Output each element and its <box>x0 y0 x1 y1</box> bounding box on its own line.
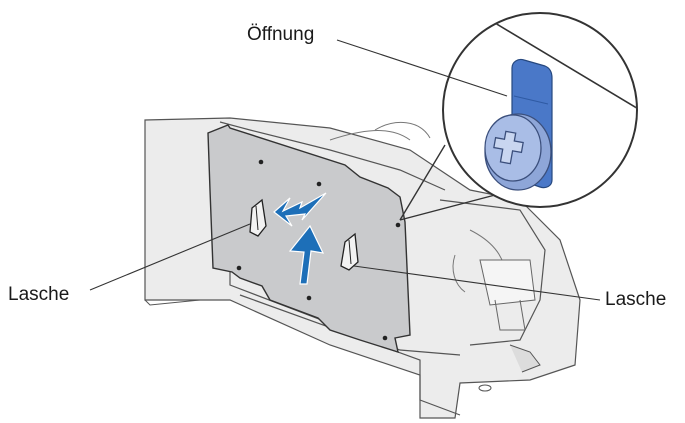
magnified-detail <box>442 12 638 208</box>
plate-hole <box>236 265 242 271</box>
screw-icon <box>484 113 552 191</box>
plate-hole <box>382 335 388 341</box>
leader-line-tab-left <box>89 223 251 291</box>
plate-hole <box>258 159 264 165</box>
plate-hole <box>395 222 401 228</box>
leader-lines <box>89 39 601 301</box>
plate-hole <box>316 181 322 187</box>
leader-line-tab-right <box>353 265 601 301</box>
tab-left <box>249 198 267 237</box>
magnifier-pointer <box>399 144 496 221</box>
arrow-push-up <box>288 224 325 285</box>
plate-hole <box>306 295 312 301</box>
tab-right <box>340 232 359 271</box>
label-opening: Öffnung <box>247 24 315 45</box>
label-tab-left: Lasche <box>8 284 70 305</box>
leader-line-opening <box>336 39 508 97</box>
arrow-slide-left <box>273 192 327 227</box>
label-tab-right: Lasche <box>605 289 667 310</box>
